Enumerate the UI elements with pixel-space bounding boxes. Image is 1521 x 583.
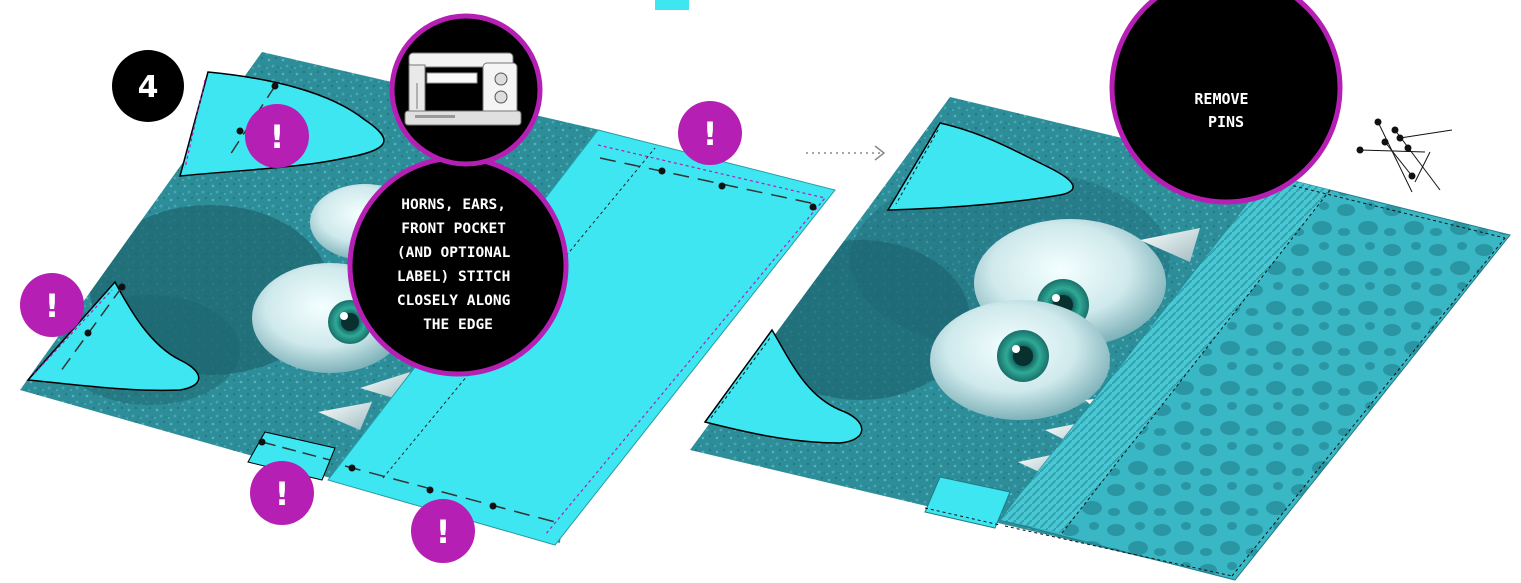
attention-mark: ! bbox=[250, 461, 314, 525]
callout-line: CLOSELY ALONG bbox=[397, 293, 511, 309]
svg-text:!: ! bbox=[270, 118, 285, 156]
step-number: 4 bbox=[138, 70, 159, 105]
attention-mark: ! bbox=[20, 273, 84, 337]
callout-line: HORNS, EARS, bbox=[401, 197, 506, 213]
callout-line: REMOVE bbox=[1194, 90, 1248, 108]
attention-mark: ! bbox=[245, 104, 309, 168]
right-assembly bbox=[690, 97, 1510, 580]
svg-text:!: ! bbox=[703, 115, 718, 153]
attention-mark: ! bbox=[411, 499, 475, 563]
callout-line: PINS bbox=[1208, 113, 1244, 131]
stitch-instruction-callout: HORNS, EARS, FRONT POCKET (AND OPTIONAL … bbox=[350, 158, 566, 374]
fabric-corner-fragment bbox=[655, 0, 689, 10]
remove-pins-callout: REMOVE PINS bbox=[1112, 0, 1340, 202]
svg-text:!: ! bbox=[275, 475, 290, 513]
callout-line: FRONT POCKET bbox=[401, 221, 506, 237]
callout-line: (AND OPTIONAL bbox=[397, 245, 511, 261]
step-badge: 4 bbox=[112, 50, 184, 122]
sewing-machine-icon bbox=[392, 16, 540, 164]
svg-text:!: ! bbox=[436, 513, 451, 551]
pins-icon bbox=[1357, 119, 1452, 192]
callout-line: THE EDGE bbox=[423, 317, 493, 333]
next-step-arrow bbox=[806, 146, 884, 160]
callout-line: LABEL) STITCH bbox=[397, 269, 511, 285]
svg-text:!: ! bbox=[45, 287, 60, 325]
attention-mark: ! bbox=[678, 101, 742, 165]
